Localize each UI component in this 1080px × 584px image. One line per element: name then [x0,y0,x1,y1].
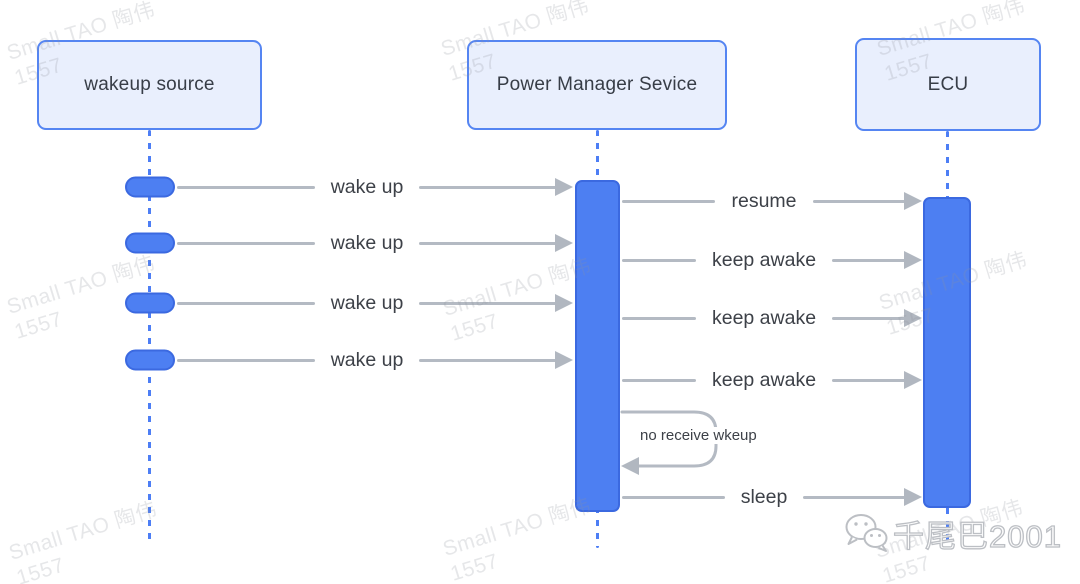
watermark-line1: Small TAO 陶伟 [440,494,594,561]
arrowhead-right-icon [904,192,922,210]
arrowhead-right-icon [555,351,574,369]
arrowhead-left-icon [621,457,639,475]
message-label: keep awake [711,248,817,271]
message-line [177,301,315,305]
message-wake-up-3: wake up [177,290,574,316]
message-line [812,199,906,203]
message-wake-up-2: wake up [177,230,574,256]
message-line [622,199,716,203]
watermark-line2: 1557 [447,549,502,584]
actor-power-manager: Power Manager Sevice [467,40,727,130]
actor-label: wakeup source [84,74,215,95]
watermark: Small TAO 陶伟 1557 [6,497,168,584]
activation-power-manager [575,180,620,512]
message-keep-awake-2: keep awake [622,305,923,331]
message-wake-up-4: wake up [177,347,574,373]
message-line [803,495,906,499]
message-line [177,185,315,189]
arrowhead-right-icon [904,309,923,327]
message-label: keep awake [711,306,817,329]
wakeup-event-pill [125,349,175,371]
arrowhead-right-icon [904,488,922,506]
message-label: wake up [330,291,404,314]
arrowhead-right-icon [904,371,923,389]
message-sleep: sleep [622,484,922,510]
message-keep-awake-1: keep awake [622,247,923,273]
actor-label: Power Manager Sevice [496,74,698,95]
watermark-line2: 1557 [13,553,68,584]
message-line [177,358,315,362]
wakeup-event-pill [125,232,175,254]
message-label: sleep [740,485,788,508]
self-message-label: no receive wkeup [634,427,763,444]
message-label: wake up [330,175,404,198]
message-resume: resume [622,188,922,214]
activation-ecu [923,197,971,508]
message-line [622,316,696,320]
credit-watermark: 千尾巴2001 [843,510,1062,556]
actor-wakeup-source: wakeup source [37,40,262,130]
wechat-icon [845,514,888,552]
message-keep-awake-3: keep awake [622,367,923,393]
actor-label: ECU [927,73,969,95]
wakeup-event-pill [125,176,175,198]
message-line [622,495,725,499]
message-line [419,185,558,189]
message-line [419,241,558,245]
message-line [177,241,315,245]
message-line [832,378,907,382]
arrowhead-right-icon [555,234,574,252]
message-line [419,301,558,305]
wakeup-event-pill [125,292,175,314]
message-line [622,258,696,262]
arrowhead-right-icon [555,178,574,196]
message-label: wake up [330,348,404,371]
message-label: keep awake [711,368,817,391]
actor-ecu: ECU [855,38,1041,131]
message-line [622,378,696,382]
watermark-line1: Small TAO 陶伟 [6,498,160,565]
message-label: wake up [330,231,404,254]
message-line [832,258,907,262]
arrowhead-right-icon [555,294,574,312]
arrowhead-right-icon [904,251,923,269]
message-wake-up-1: wake up [177,174,574,200]
credit-label: 千尾巴2001 [892,518,1062,554]
message-line [419,358,558,362]
lifeline-wakeup-source [148,130,151,546]
message-line [832,316,907,320]
message-label: resume [731,189,797,212]
